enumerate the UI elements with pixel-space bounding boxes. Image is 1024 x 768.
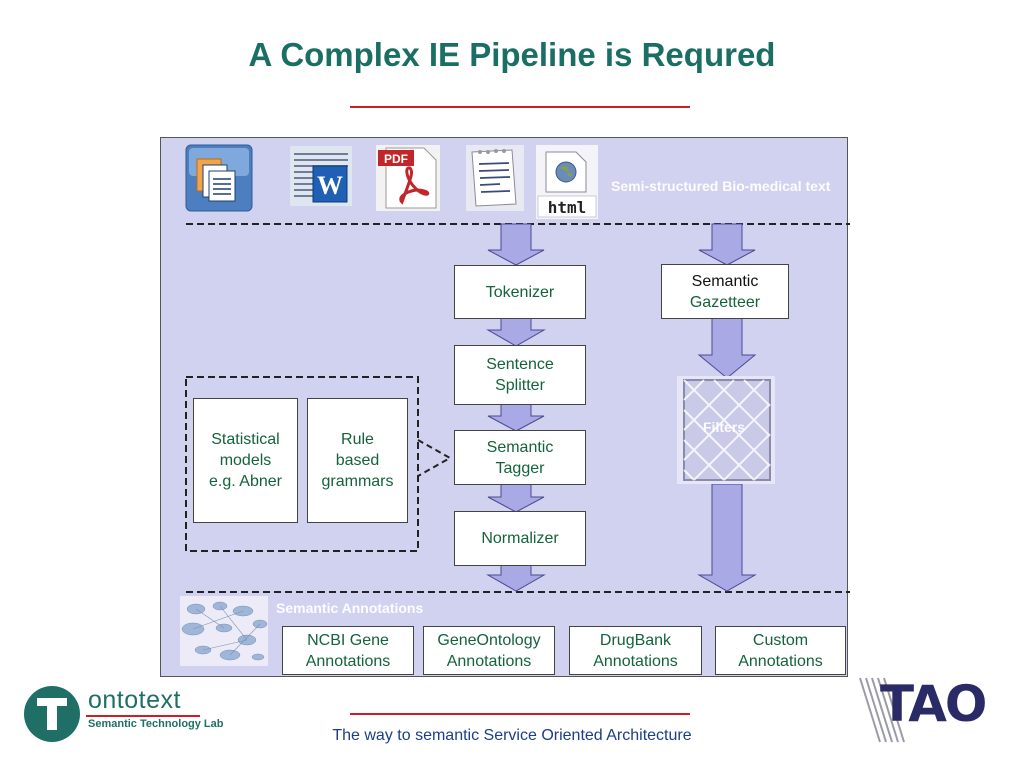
geneontology-line-1: GeneOntology — [437, 631, 541, 649]
statistical-models-box[interactable]: Statistical models e.g. Abner — [193, 398, 298, 523]
rules-line-2: based — [335, 452, 380, 469]
arrow-input-to-gazetteer — [698, 223, 756, 266]
network-thumbnail-icon — [180, 596, 268, 666]
text-notepad-icon — [466, 145, 524, 211]
drugbank-line-1: DrugBank — [599, 631, 672, 649]
svg-text:W: W — [317, 171, 343, 200]
models-to-tagger-connector — [417, 439, 453, 477]
normalizer-box[interactable]: Normalizer — [454, 511, 586, 566]
semantic-tagger-line-2: Tagger — [495, 459, 545, 477]
word-document-icon: W — [290, 146, 352, 206]
sentence-splitter-box[interactable]: Sentence Splitter — [454, 345, 586, 405]
custom-line-1: Custom — [752, 631, 809, 649]
rule-based-grammars-box[interactable]: Rule based grammars — [307, 398, 408, 523]
annotations-label: Semantic Annotations — [276, 600, 424, 616]
gazetteer-line-1: Semantic — [691, 272, 759, 290]
input-label: Semi-structured Bio-medical text — [611, 178, 831, 194]
ncbi-line-2: Annotations — [305, 652, 391, 670]
geneontology-line-2: Annotations — [446, 652, 532, 670]
pdf-icon-label: PDF — [384, 152, 408, 166]
arrow-tagger-to-normalizer — [487, 483, 545, 513]
semantic-gazetteer-box[interactable]: Semantic Gazetteer — [661, 264, 789, 319]
rules-line-3: grammars — [321, 473, 394, 490]
slide-title: A Complex IE Pipeline is Requred — [248, 36, 776, 73]
html-icon-label: html — [548, 198, 587, 217]
tao-wordmark: TAO — [880, 675, 987, 733]
tao-logo-icon — [859, 677, 905, 743]
ontotext-logo-icon — [24, 686, 80, 742]
tokenizer-box[interactable]: Tokenizer — [454, 265, 586, 319]
arrow-gazetteer-to-filters — [697, 317, 757, 379]
title-underline — [350, 106, 690, 108]
footer-tagline: The way to semantic Service Oriented Arc… — [332, 727, 692, 744]
filters-label: Filters — [703, 419, 746, 435]
filters-graphic — [677, 376, 775, 484]
custom-annotations-box[interactable]: Custom Annotations — [715, 626, 846, 675]
ncbi-gene-annotations-box[interactable]: NCBI Gene Annotations — [282, 626, 414, 675]
statistical-line-1: Statistical — [211, 431, 280, 448]
models-group-outline — [185, 376, 419, 552]
drugbank-line-2: Annotations — [593, 652, 678, 670]
arrow-normalizer-to-annotations — [486, 564, 546, 592]
statistical-line-3: e.g. Abner — [209, 473, 282, 490]
custom-line-2: Annotations — [738, 652, 823, 670]
ontotext-tagline: Semantic Technology Lab — [88, 718, 224, 730]
arrow-tokenizer-to-splitter — [486, 317, 546, 347]
drugbank-annotations-box[interactable]: DrugBank Annotations — [569, 626, 702, 675]
statistical-line-2: models — [219, 452, 272, 469]
html-globe-icon: html — [536, 145, 598, 219]
semantic-tagger-line-1: Semantic — [486, 438, 554, 456]
arrow-splitter-to-tagger — [487, 403, 545, 432]
gazetteer-line-2: Gazetteer — [689, 293, 761, 311]
tokenizer-label: Tokenizer — [485, 283, 555, 301]
arrow-filters-to-annotations — [697, 483, 757, 592]
pdf-icon: PDF — [376, 145, 440, 211]
sentence-splitter-line-1: Sentence — [486, 356, 554, 373]
document-stack-icon — [185, 144, 253, 212]
sentence-splitter-line-2: Splitter — [495, 377, 545, 394]
geneontology-annotations-box[interactable]: GeneOntology Annotations — [423, 626, 555, 675]
rules-line-1: Rule — [341, 431, 374, 448]
ncbi-line-1: NCBI Gene — [307, 631, 389, 649]
ontotext-wordmark: ontotext — [88, 686, 181, 714]
semantic-tagger-box[interactable]: Semantic Tagger — [454, 430, 586, 485]
footer-rule — [350, 713, 690, 715]
normalizer-label: Normalizer — [481, 530, 559, 547]
arrow-input-to-tokenizer — [487, 223, 545, 266]
